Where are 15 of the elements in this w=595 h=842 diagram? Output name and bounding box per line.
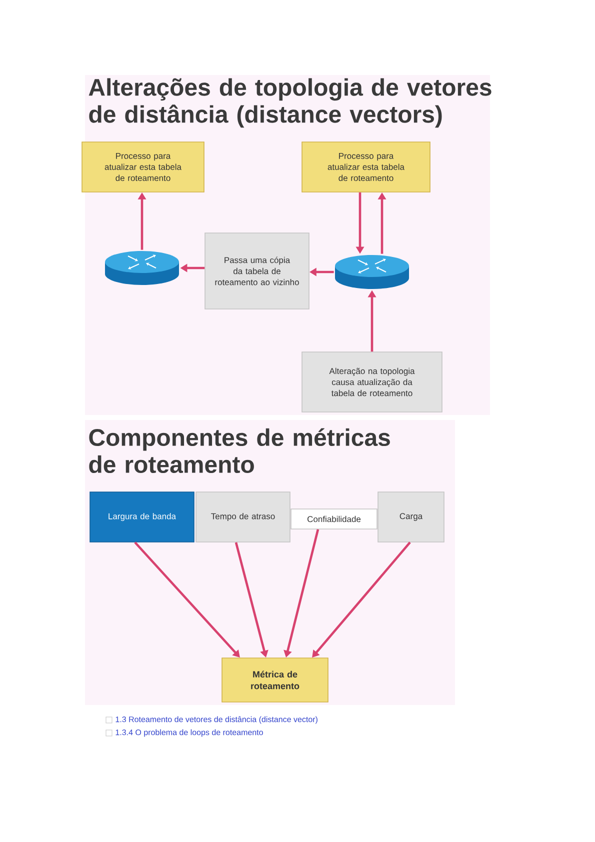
router-icon — [105, 251, 179, 285]
process-box: Processo para atualizar esta tabela de roteamento — [82, 142, 204, 192]
metric-box: Carga — [378, 492, 444, 542]
process-box: Alteração na topologia causa atualização da tabela de roteamento — [302, 352, 442, 412]
title: Alterações de topologia de vetores de distância (distance vectors) — [88, 78, 492, 128]
process-box: Passa uma cópia da tabela de roteamento ao vizinho — [204, 232, 310, 310]
heading: Componentes de métricas de roteamento — [89, 428, 390, 474]
metric-box: Confiabilidade — [290, 508, 378, 530]
router-icon — [335, 255, 409, 289]
link: 1.3.4 O problema de loops de roteamento — [116, 729, 263, 737]
result-box: Métrica de roteamento — [222, 658, 328, 702]
metric-box: Tempo de atraso — [196, 492, 290, 542]
process-box: Processo para atualizar esta tabela de roteamento — [302, 142, 430, 192]
metric-box: Largura de banda — [90, 492, 194, 542]
link: 1.3 Roteamento de vetores de distância (distance vector) — [116, 716, 318, 724]
